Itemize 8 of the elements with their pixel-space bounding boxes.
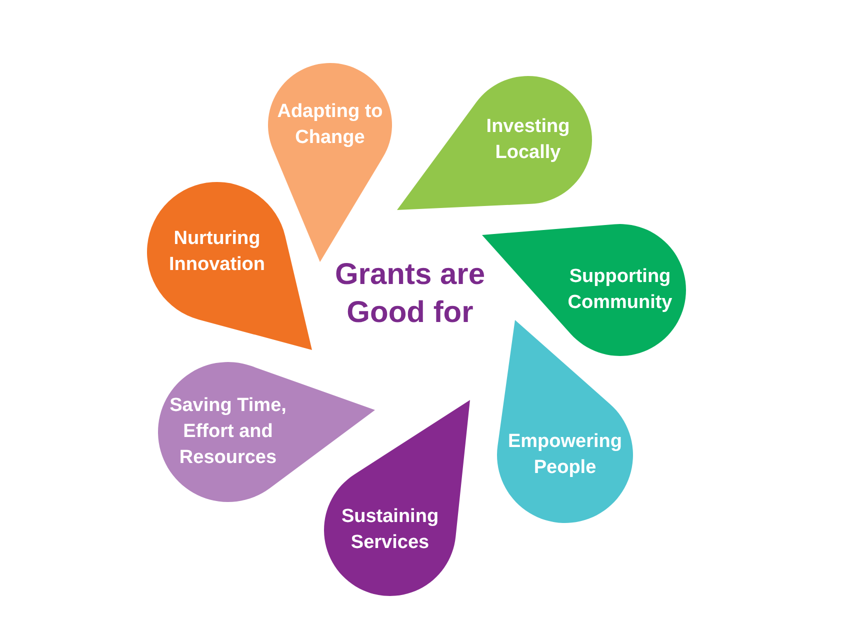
petal-label: Saving Time, Effort and Resources xyxy=(168,394,288,470)
petal-label: Investing Locally xyxy=(485,115,571,165)
center-heading: Grants are Good for xyxy=(334,257,486,331)
petal-label: Supporting Community xyxy=(566,265,674,315)
petal-label: Empowering People xyxy=(506,430,623,480)
petal-label: Adapting to Change xyxy=(276,100,384,150)
petal-label: Nurturing Innovation xyxy=(168,227,266,277)
petal-label: Sustaining Services xyxy=(340,505,440,555)
